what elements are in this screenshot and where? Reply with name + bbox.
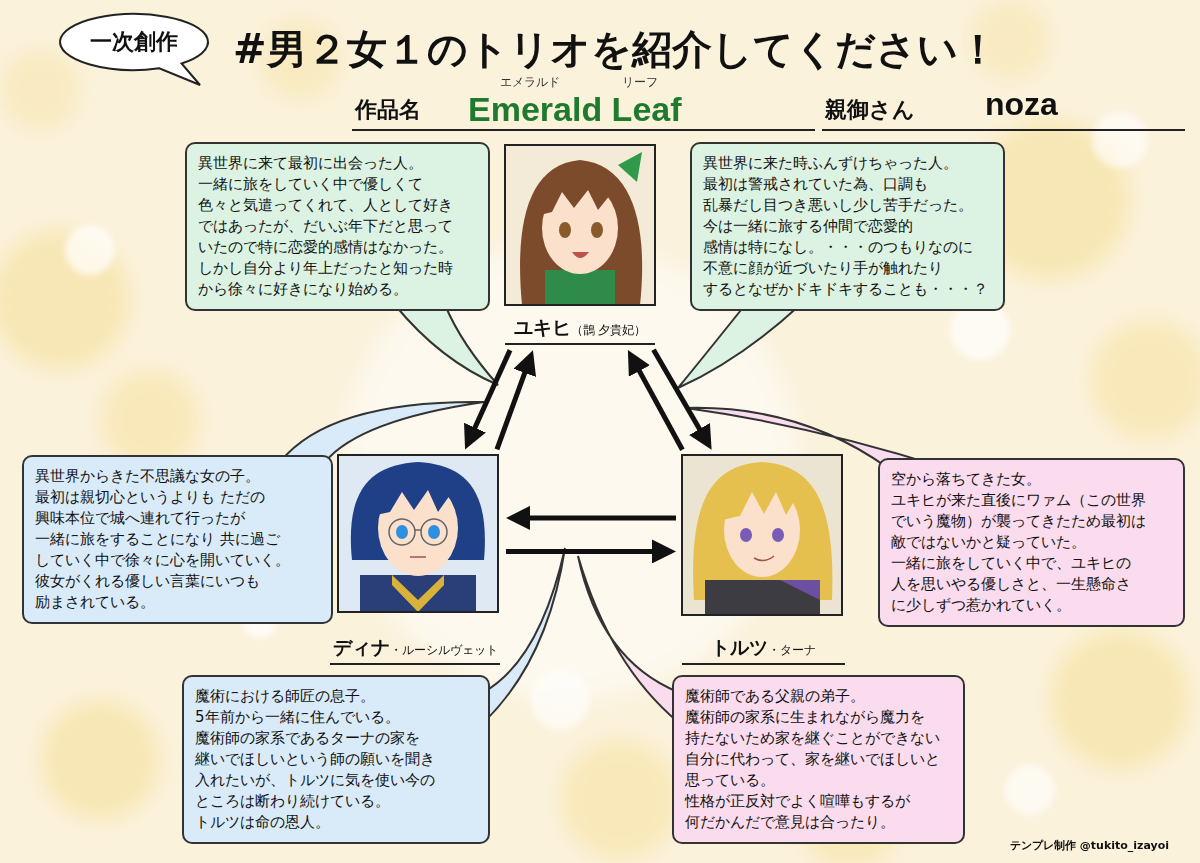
portrait-ribbon xyxy=(618,152,642,182)
bubble-tail xyxy=(578,556,678,722)
portrait-frame xyxy=(682,455,842,615)
portrait-eye xyxy=(591,222,603,238)
character-fullname: （鵲 夕貴妃） xyxy=(571,323,647,337)
character-fullname: ・ルーシルヴェット xyxy=(390,643,498,657)
bokeh xyxy=(40,700,160,820)
author-name: noza xyxy=(985,86,1058,123)
relation-arrow xyxy=(516,515,676,520)
ruby-text: リーフ xyxy=(622,76,658,90)
character-card: ディナ・ルーシルヴェット xyxy=(330,455,500,665)
description-box: 魔術師である父親の弟子。 魔術師の家系に生まれながら魔力を 持たないため家を継ぐ… xyxy=(672,675,965,844)
underline xyxy=(352,129,815,131)
portrait-clothes xyxy=(705,580,820,615)
bokeh xyxy=(560,740,680,860)
description-box: 異世界に来た時ふんずけちゃった人。 最初は警戒されていた為、口調も 乱暴だし目つ… xyxy=(690,142,1005,311)
name-underline: ディナ・ルーシルヴェット xyxy=(330,635,500,665)
bokeh xyxy=(1005,765,1055,815)
portrait-glasses xyxy=(421,519,447,545)
ruby-text: エメラルド xyxy=(500,76,560,90)
portrait-eye xyxy=(772,528,784,542)
description-box: 異世界に来て最初に出会った人。 一緒に旅をしていく中で優しくて 色々と気遣ってく… xyxy=(185,142,490,311)
portrait-clothes xyxy=(360,575,476,612)
relation-arrow xyxy=(506,549,666,554)
bokeh xyxy=(530,670,590,730)
bokeh xyxy=(65,225,115,275)
bokeh xyxy=(1050,630,1190,770)
character-name: ディナ xyxy=(333,636,390,658)
relation-arrow xyxy=(632,358,682,449)
description-box: 魔術における師匠の息子。 5年前から一緒に住んでいる。 魔術師の家系であるターナ… xyxy=(182,675,490,844)
character-name: ユキヒ xyxy=(514,316,571,338)
description-text: 異世界に来て最初に出会った人。 一緒に旅をしていく中で優しくて 色々と気遣ってく… xyxy=(198,153,477,300)
work-title: Emerald Leaf xyxy=(468,90,682,129)
character-name: トルツ xyxy=(711,636,768,658)
portrait-mouth xyxy=(754,556,774,561)
relation-arrow xyxy=(654,350,707,442)
portrait-collar xyxy=(392,575,444,612)
portrait-hair xyxy=(540,165,622,215)
credit-note: テンプレ制作 @tukito_izayoi xyxy=(1010,840,1169,853)
description-box: 空から落ちてきた女。 ユキヒが来た直後にワァム（この世界 でいう魔物）が襲ってき… xyxy=(878,458,1185,627)
character-card: トルツ・ターナ xyxy=(682,455,845,665)
description-text: 異世界に来た時ふんずけちゃった人。 最初は警戒されていた為、口調も 乱暴だし目つ… xyxy=(703,153,992,300)
character-fullname: ・ターナ xyxy=(768,643,816,657)
chart-title: #男２女１のトリオを紹介してください！ xyxy=(233,26,998,72)
field-label: 作品名 xyxy=(355,97,421,122)
portrait-eye xyxy=(428,525,440,539)
bubble-tail xyxy=(280,402,484,462)
bubble-text: 一次創作 xyxy=(58,12,210,72)
bokeh xyxy=(1090,320,1200,440)
bubble-tail xyxy=(395,305,498,385)
name-underline: ユキヒ（鵲 夕貴妃） xyxy=(505,315,655,345)
underline xyxy=(822,129,1185,131)
description-text: 魔術師である父親の弟子。 魔術師の家系に生まれながら魔力を 持たないため家を継ぐ… xyxy=(685,686,952,833)
field-label: 親御さん xyxy=(825,97,915,122)
portrait-hair xyxy=(721,466,807,522)
portrait-glasses xyxy=(415,529,421,531)
portrait-eye xyxy=(740,528,752,542)
name-underline: トルツ・ターナ xyxy=(682,635,845,665)
portrait-mouth xyxy=(410,556,426,558)
character-card: ユキヒ（鵲 夕貴妃） xyxy=(505,145,655,345)
portrait-frame xyxy=(338,455,498,612)
bokeh xyxy=(1092,112,1148,168)
portrait-frame xyxy=(505,145,655,305)
description-text: 空から落ちてきた女。 ユキヒが来た直後にワァム（この世界 でいう魔物）が襲ってき… xyxy=(891,469,1172,616)
portrait-eye xyxy=(559,222,571,238)
bubble-tail xyxy=(678,305,800,388)
portrait-eye xyxy=(396,525,408,539)
portrait-clothes xyxy=(780,580,820,600)
speech-bubble: 一次創作 xyxy=(58,12,210,72)
relation-arrow xyxy=(497,359,530,449)
description-text: 魔術における師匠の息子。 5年前から一緒に住んでいる。 魔術師の家系であるターナ… xyxy=(195,686,477,833)
portrait-scarf xyxy=(545,270,615,305)
portrait-hair xyxy=(693,462,832,600)
portrait-hair xyxy=(376,466,461,515)
description-box: 異世界からきた不思議な女の子。 最初は親切心というよりも ただの 興味本位で城へ… xyxy=(22,455,333,624)
bokeh xyxy=(0,50,80,130)
portrait-glasses xyxy=(389,519,415,545)
description-text: 異世界からきた不思議な女の子。 最初は親切心というよりも ただの 興味本位で城へ… xyxy=(35,466,320,613)
portrait-mouth xyxy=(572,252,589,258)
